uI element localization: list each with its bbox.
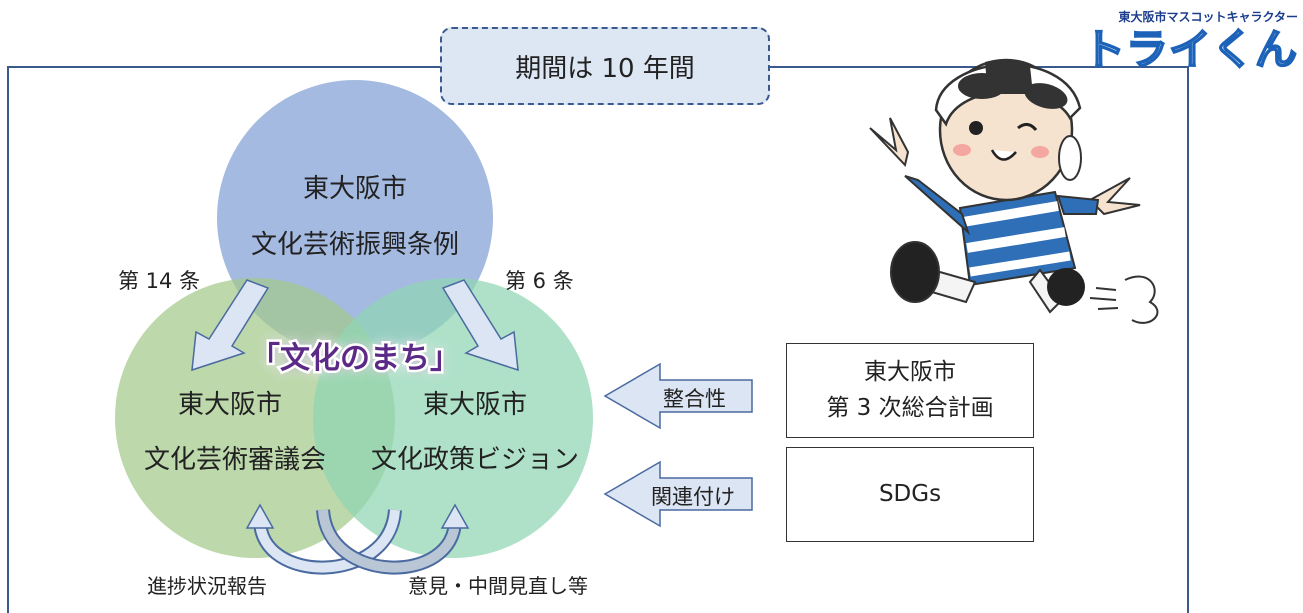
plan-line2: 第 3 次総合計画 bbox=[826, 394, 994, 421]
sdgs-label: SDGs bbox=[878, 480, 942, 507]
relation-arrow bbox=[603, 460, 753, 528]
consistency-label: 整合性 bbox=[663, 387, 726, 411]
vision-line2: 文化政策ビジョン bbox=[370, 445, 579, 475]
mascot-name: トライくん bbox=[1082, 25, 1298, 74]
relation-label: 関連付け bbox=[651, 485, 735, 509]
council-line1: 東大阪市 bbox=[177, 390, 282, 420]
vision-line1: 東大阪市 bbox=[422, 390, 527, 420]
sdgs-box: SDGs bbox=[786, 447, 1034, 542]
arrow-to-council bbox=[191, 279, 270, 372]
center-label: 「文化のまち」 bbox=[250, 341, 460, 376]
mascot-caption: 東大阪市マスコットキャラクター bbox=[1118, 10, 1298, 24]
ordinance-line2: 文化芸術振興条例 bbox=[250, 230, 459, 260]
comprehensive-plan-box: 東大阪市 第 3 次総合計画 bbox=[786, 343, 1034, 438]
period-box: 期間は 10 年間 bbox=[440, 27, 770, 105]
consistency-arrow bbox=[603, 362, 753, 430]
ordinance-line1: 東大阪市 bbox=[302, 174, 407, 204]
vision-circle bbox=[313, 278, 593, 558]
mascot-illustration bbox=[869, 58, 1159, 324]
council-line2: 文化芸術審議会 bbox=[143, 445, 326, 475]
outer-frame bbox=[7, 66, 1189, 613]
opinion-review-arrow bbox=[316, 503, 470, 575]
mascot-logo: 東大阪市マスコットキャラクター トライくん bbox=[1062, 8, 1298, 74]
article-left-label: 第 14 条 bbox=[118, 269, 201, 293]
opinion-review-label: 意見・中間見直し等 bbox=[408, 574, 588, 598]
council-circle bbox=[115, 278, 395, 558]
arrow-to-vision bbox=[441, 279, 519, 372]
period-label: 期間は 10 年間 bbox=[515, 53, 695, 84]
progress-report-arrow bbox=[245, 503, 402, 575]
progress-report-label: 進捗状況報告 bbox=[147, 574, 267, 598]
dust-cloud bbox=[1089, 275, 1159, 324]
article-right-label: 第 6 条 bbox=[505, 269, 574, 293]
plan-line1: 東大阪市 bbox=[864, 358, 956, 385]
